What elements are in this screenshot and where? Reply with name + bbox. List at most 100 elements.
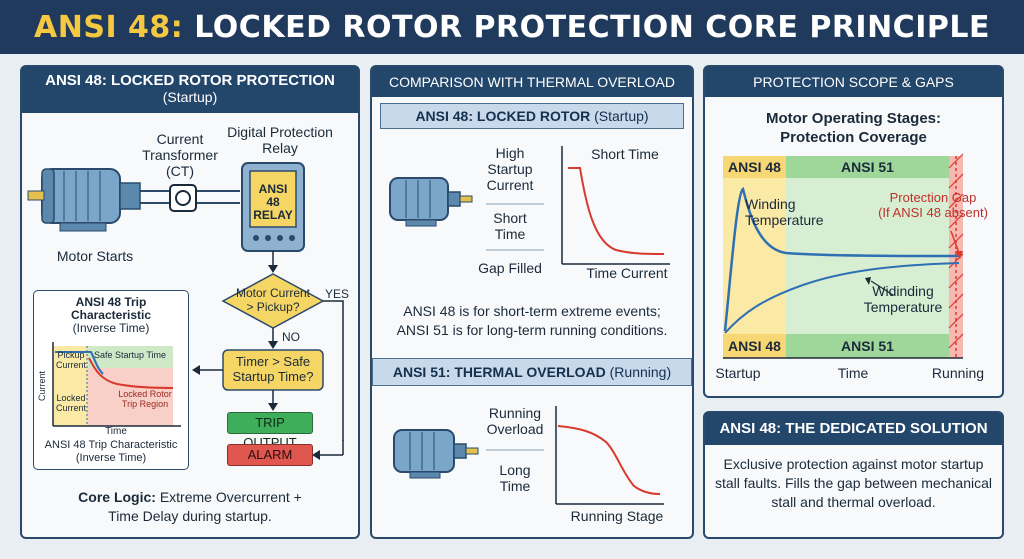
chart-region-line2: Trip Region <box>121 399 169 409</box>
winding-temp-label: Winding Temperature <box>745 196 845 228</box>
solution-panel: ANSI 48: THE DEDICATED SOLUTION Exclusiv… <box>703 411 1004 539</box>
widinding-temp-label: Widinding Temperature <box>848 283 958 315</box>
left-heading: ANSI 48: LOCKED ROTOR PROTECTION <box>45 72 335 89</box>
decision-timer-label: Timer > Safe Startup Time? <box>223 354 323 384</box>
decision-current-label: Motor Current > Pickup? <box>223 286 323 314</box>
long-line1: Long <box>499 462 531 478</box>
summary-line1: ANSI 48 is for short-term extreme events… <box>403 303 661 319</box>
middle-lower-diagram <box>393 406 664 505</box>
solution-text: Exclusive protection against motor start… <box>705 445 1002 512</box>
high-line1: High <box>495 145 525 161</box>
motor-small-icon-2 <box>393 429 479 479</box>
title-rest: LOCKED ROTOR PROTECTION CORE PRINCIPLE <box>183 9 990 45</box>
x-startup: Startup <box>715 365 761 381</box>
locked-rotor-subheader-bold: ANSI 48: LOCKED ROTOR <box>415 108 591 124</box>
coverage-chart <box>723 153 964 359</box>
middle-panel-header: COMPARISON WITH THERMAL OVERLOAD <box>372 67 692 97</box>
short-time-label: Short Time <box>470 210 550 242</box>
short-time-curve <box>561 146 670 265</box>
gap-line2: (If ANSI 48 absent) <box>878 205 988 220</box>
high-line3: Current <box>486 177 534 193</box>
chart-pickup-line2: Current <box>55 360 86 370</box>
x-time: Time <box>837 365 869 381</box>
middle-upper-diagram <box>389 146 670 265</box>
ct-label-line3: (CT) <box>166 163 194 179</box>
relay-screen-text: ANSI 48 RELAY <box>250 183 296 222</box>
chart-caption-line2: (Inverse Time) <box>75 452 147 464</box>
solution-line2: stall faults. Fills the gap between mech… <box>714 475 993 491</box>
running-line2: Overload <box>486 421 544 437</box>
long-time-label: Long Time <box>470 462 560 494</box>
decision-timer-line1: Timer > Safe <box>235 354 311 369</box>
alarm-box: ALARM <box>227 444 313 466</box>
high-startup-current: High Startup Current <box>470 145 550 193</box>
locked-rotor-subheader-rest: (Startup) <box>590 108 649 124</box>
ct-label: Current Transformer (CT) <box>140 131 220 179</box>
right-panel-header: PROTECTION SCOPE & GAPS <box>705 67 1002 97</box>
short-line2: Time <box>494 226 526 242</box>
coverage-title-line1: Motor Operating Stages: <box>765 110 941 127</box>
trip-characteristic-chart <box>52 342 181 427</box>
decision-timer-line2: Startup Time? <box>232 369 314 384</box>
no-label: NO <box>282 330 300 344</box>
thermal-overload-subheader: ANSI 51: THERMAL OVERLOAD (Running) <box>372 358 692 386</box>
chart-safe-label: Safe Startup Time <box>93 350 167 360</box>
yes-label: YES <box>324 287 349 301</box>
ct-label-line2: Transformer <box>142 147 218 163</box>
chart2-bottom-label: Running Stage <box>570 508 664 524</box>
decision-current-line2: > Pickup? <box>246 300 300 314</box>
widinding-line1: Widinding <box>872 283 934 299</box>
chart-region-label: Locked Rotor Trip Region <box>110 389 180 409</box>
chart-title: ANSI 48 Trip Characteristic (Inverse Tim… <box>38 296 184 335</box>
summary-line2: ANSI 51 is for long-term running conditi… <box>396 322 668 338</box>
gap-line1: Protection Gap <box>889 190 977 205</box>
trip-output-box: TRIP OUTPUT <box>227 412 313 450</box>
x-running: Running <box>931 365 985 381</box>
chart-xlabel: Time <box>105 426 127 437</box>
core-logic-rest: Extreme Overcurrent + <box>155 489 302 505</box>
left-panel-header: ANSI 48: LOCKED ROTOR PROTECTION (Startu… <box>22 67 358 113</box>
chart-title-line3: (Inverse Time) <box>72 321 150 335</box>
motor-label: Motor Starts <box>56 248 134 264</box>
high-line2: Startup <box>487 161 533 177</box>
gap-filled-label: Gap Filled <box>478 260 542 276</box>
chart1-top-label: Short Time <box>591 146 659 162</box>
coverage-title: Motor Operating Stages: Protection Cover… <box>713 109 994 147</box>
ct-label-line1: Current <box>156 131 204 147</box>
protection-gap-label: Protection Gap (If ANSI 48 absent) <box>866 190 1000 220</box>
core-logic-bold: Core Logic: <box>78 489 156 505</box>
long-line2: Time <box>499 478 531 494</box>
chart-caption: ANSI 48 Trip Characteristic (Inverse Tim… <box>38 439 184 465</box>
alarm-connector <box>312 440 344 460</box>
coverage-a51-top: ANSI 51 <box>841 159 894 175</box>
chart1-bottom-label: Time Current <box>586 265 668 281</box>
title-bar: ANSI 48: LOCKED ROTOR PROTECTION CORE PR… <box>0 0 1024 54</box>
thermal-subheader-bold: ANSI 51: THERMAL OVERLOAD <box>392 364 606 380</box>
solution-header: ANSI 48: THE DEDICATED SOLUTION <box>705 413 1002 445</box>
left-diagram <box>27 162 344 441</box>
relay-label-line2: Relay <box>262 140 298 156</box>
motor-small-icon <box>389 177 473 227</box>
thermal-subheader-rest: (Running) <box>605 364 672 380</box>
core-logic-text: Core Logic: Extreme Overcurrent + Time D… <box>40 488 340 526</box>
locked-rotor-subheader: ANSI 48: LOCKED ROTOR (Startup) <box>380 103 684 129</box>
coverage-a48-top: ANSI 48 <box>728 159 781 175</box>
comparison-summary: ANSI 48 is for short-term extreme events… <box>374 302 690 340</box>
long-time-curve <box>555 406 664 505</box>
chart-title-line2: Characteristic <box>70 308 152 322</box>
relay-label-line1: Digital Protection <box>227 124 333 140</box>
core-logic-line2: Time Delay during startup. <box>108 508 272 524</box>
relay-screen-line2: 48 <box>266 195 280 209</box>
short-line1: Short <box>493 210 527 226</box>
running-overload-label: Running Overload <box>470 405 560 437</box>
chart-pickup-label: Pickup Current <box>54 350 88 370</box>
motor-icon <box>27 168 141 232</box>
chart-title-line1: ANSI 48 Trip <box>75 295 147 309</box>
title-accent: ANSI 48: <box>34 9 184 45</box>
winding-line2: Temperature <box>745 212 824 228</box>
chart-pickup-line1: Pickup <box>57 350 85 360</box>
widinding-line2: Temperature <box>863 299 943 315</box>
left-heading-sub: (Startup) <box>162 89 218 105</box>
coverage-a48-bottom: ANSI 48 <box>728 338 781 354</box>
winding-line1: Winding <box>745 196 796 212</box>
